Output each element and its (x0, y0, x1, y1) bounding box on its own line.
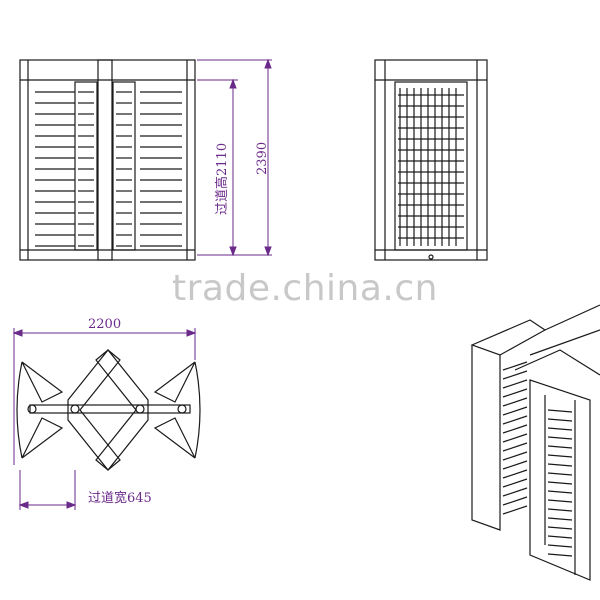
iso-bar-left (502, 442, 528, 452)
height-dimension-lines (197, 58, 272, 257)
iso-bar-left (502, 370, 528, 380)
iso-bar-right (547, 463, 573, 467)
iso-bar-right (547, 427, 573, 431)
plan-view (16, 349, 201, 471)
iso-bar-left (502, 406, 528, 416)
iso-bar-left (502, 424, 528, 434)
iso-bar-right (547, 454, 573, 458)
iso-bar-right (547, 472, 573, 476)
iso-bar-right (547, 517, 573, 521)
iso-bar-right (547, 535, 573, 539)
passage-height-label: 过道高2110 (214, 143, 230, 215)
total-width-label: 2200 (88, 317, 121, 332)
iso-bar-left (502, 388, 528, 398)
iso-bar-right (547, 490, 573, 494)
iso-bars (502, 361, 573, 557)
iso-bar-left (502, 415, 528, 425)
width-dimension-lines (12, 328, 197, 510)
iso-bar-left (502, 379, 528, 389)
watermark: trade.china.cn (172, 268, 438, 309)
iso-bar-left (502, 361, 528, 371)
iso-bar-right (547, 409, 573, 413)
iso-bar-left (502, 478, 528, 488)
iso-bar-left (502, 505, 528, 515)
side-bars (398, 88, 464, 246)
iso-bar-right (547, 499, 573, 503)
iso-bar-left (502, 460, 528, 470)
iso-bar-left (502, 469, 528, 479)
iso-bar-left (502, 451, 528, 461)
front-elevation-view (19, 59, 196, 261)
iso-bar-right (547, 436, 573, 440)
front-bars (35, 91, 182, 247)
iso-bar-right (547, 418, 573, 422)
isometric-view (470, 304, 600, 581)
iso-bar-left (502, 397, 528, 407)
iso-bar-right (547, 544, 573, 548)
iso-bar-right (547, 481, 573, 485)
iso-bar-right (547, 553, 573, 557)
iso-bar-left (502, 433, 528, 443)
iso-bar-right (547, 508, 573, 512)
total-height-label: 2390 (255, 142, 270, 175)
iso-bar-left (502, 496, 528, 506)
iso-bar-left (502, 487, 528, 497)
side-elevation-view (374, 59, 488, 261)
iso-bar-right (547, 445, 573, 449)
passage-width-label: 过道宽645 (88, 490, 152, 506)
iso-bar-right (547, 526, 573, 530)
